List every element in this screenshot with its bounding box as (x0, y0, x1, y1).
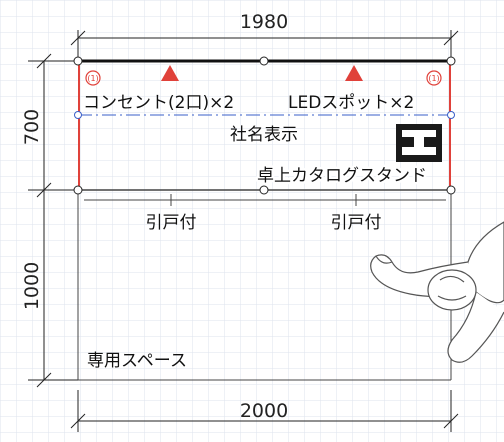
outlet-label: コンセント(2口)×2 (83, 93, 234, 113)
top-dimension (70, 30, 459, 62)
red-triangle-icon (161, 65, 179, 81)
space-depth-label: 1000 (21, 262, 43, 310)
counter-depth-label: 700 (21, 109, 43, 145)
outlet-icon: (1) (85, 70, 101, 86)
left-dimension (28, 53, 78, 388)
red-triangle-icon (345, 65, 363, 81)
svg-text:(1): (1) (87, 74, 98, 83)
exclusive-space-label: 専用スペース (87, 351, 187, 371)
catalog-stand-icon (396, 124, 442, 162)
outlet-icon: (1) (426, 70, 442, 86)
bottom-width-label: 2000 (240, 400, 288, 422)
top-width-label: 1980 (240, 11, 288, 33)
person-topview-icon (370, 221, 504, 363)
door-right-label: 引戸付 (331, 213, 382, 233)
company-sign-label: 社名表示 (230, 125, 298, 145)
sliding-door-right (264, 194, 446, 206)
door-left-label: 引戸付 (146, 213, 197, 233)
joint-markers (73, 56, 456, 195)
catalog-stand-label: 卓上カタログスタンド (257, 166, 427, 186)
svg-text:(1): (1) (428, 74, 439, 83)
bottom-dimension (70, 390, 459, 432)
spotlight-label: LEDスポット×2 (288, 93, 414, 113)
sliding-door-left (84, 194, 264, 206)
